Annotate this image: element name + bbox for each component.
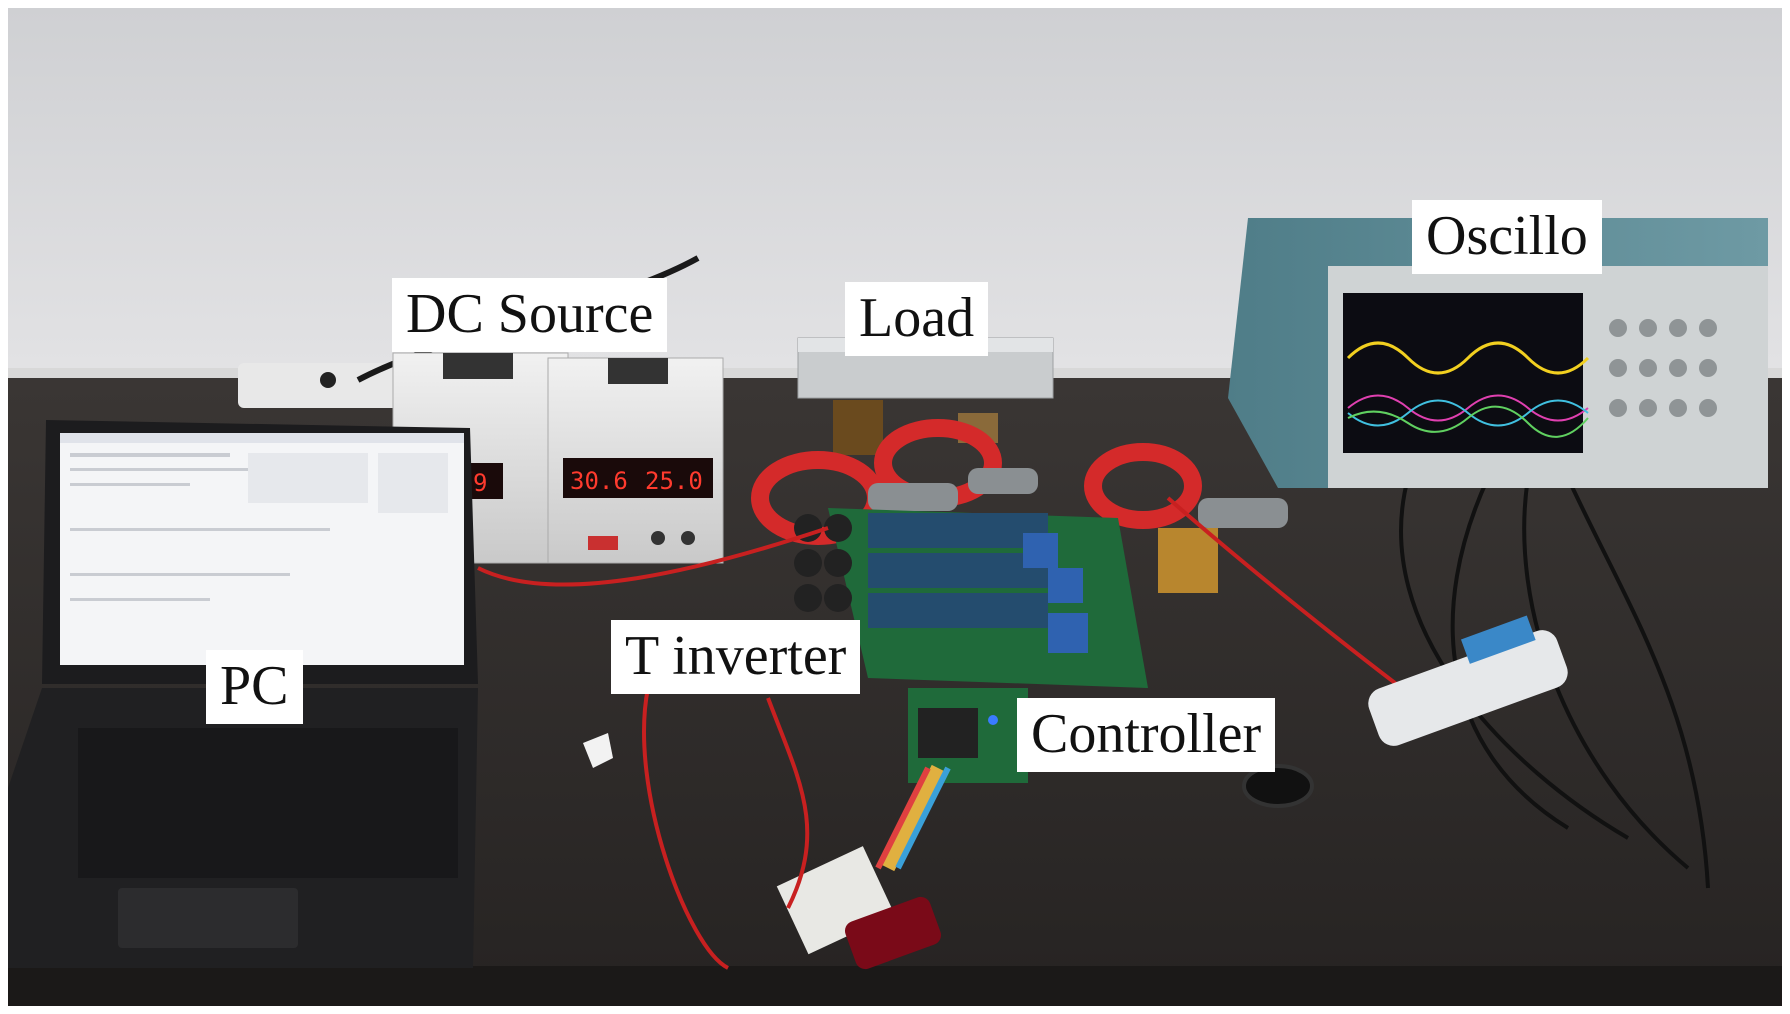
dc-power-supply-right: 30.6 25.0 <box>547 357 724 564</box>
label-t-inverter: T inverter <box>611 620 861 694</box>
label-controller: Controller <box>1017 698 1276 772</box>
voltage-readout: 30.6 <box>570 467 628 495</box>
experimental-setup-photo: 9 30.6 25.0 <box>8 8 1782 1006</box>
oscilloscope <box>1228 218 1768 488</box>
label-load: Load <box>845 282 989 356</box>
current-readout: 25.0 <box>645 467 703 495</box>
svg-text:9: 9 <box>473 469 487 497</box>
t-inverter-board <box>794 508 1218 688</box>
label-dc-source: DC Source <box>392 278 668 352</box>
differential-probe <box>1368 630 1568 746</box>
controller-board <box>908 688 1028 783</box>
tape-roll <box>1242 764 1314 808</box>
label-pc: PC <box>206 650 303 724</box>
label-oscillo: Oscillo <box>1412 200 1602 274</box>
ribbon-cable <box>875 764 951 872</box>
laptop <box>8 420 478 968</box>
